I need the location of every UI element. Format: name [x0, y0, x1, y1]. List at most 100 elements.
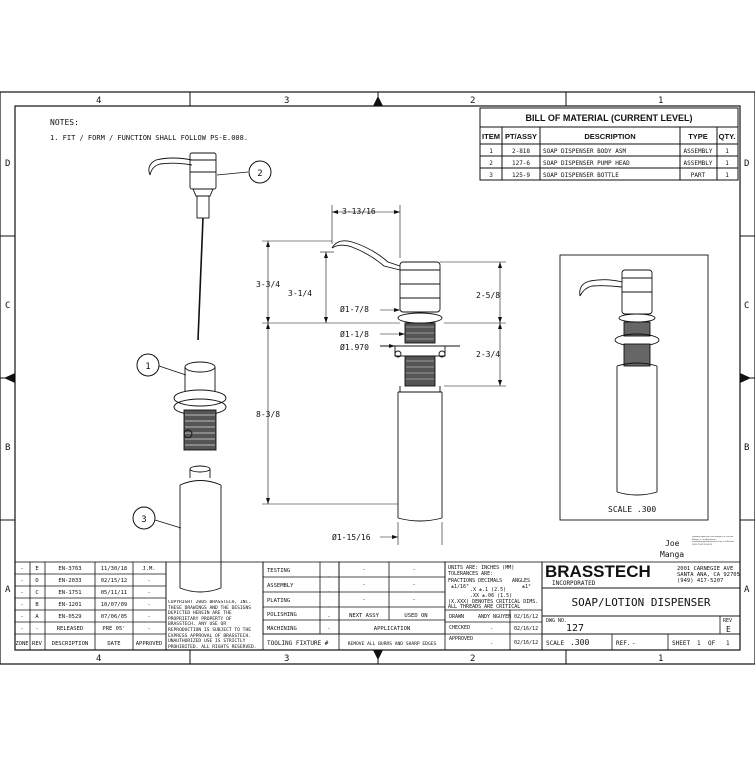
- process-plating: PLATING: [267, 598, 290, 604]
- svg-text:DATE: DATE: [107, 641, 120, 647]
- svg-text:ZONE: ZONE: [15, 641, 28, 647]
- next-assy-label: NEXT ASSY: [349, 613, 379, 619]
- svg-text:UNITS ARE: INCHES (MM): UNITS ARE: INCHES (MM): [448, 565, 514, 571]
- copyright-notice: COPYRIGHT 2005 BRASSTECH, INC. THESE DRA…: [168, 600, 257, 648]
- bom-title: BILL OF MATERIAL (CURRENT LEVEL): [526, 113, 693, 123]
- svg-text:E: E: [35, 566, 38, 572]
- svg-text:-: -: [362, 597, 365, 603]
- sheet-label: SHEET: [672, 640, 690, 647]
- drawn-by: ANDY NGUYEN: [478, 614, 511, 620]
- ref-label: REF.: [616, 640, 630, 647]
- process-testing: TESTING: [267, 568, 290, 574]
- svg-text:J.M.: J.M.: [142, 566, 155, 572]
- bom-row-2: 2 127-6 SOAP DISPENSER PUMP HEAD ASSEMBL…: [489, 160, 729, 167]
- svg-text:RELEASED: RELEASED: [57, 626, 84, 632]
- svg-text:A: A: [35, 614, 39, 620]
- bom-row-1: 1 2-818 SOAP DISPENSER BODY ASM ASSEMBLY…: [489, 148, 729, 155]
- svg-text:B: B: [35, 602, 39, 608]
- svg-text:-: -: [147, 590, 150, 596]
- svg-text:-: -: [327, 604, 330, 610]
- svg-text:ALL THREADS ARE CRITICAL: ALL THREADS ARE CRITICAL: [448, 604, 520, 610]
- dim-lower-height: 8-3/8: [256, 410, 280, 419]
- svg-text:-: -: [327, 574, 330, 580]
- zone-top-2: 2: [470, 96, 475, 106]
- zone-bottom-1: 1: [658, 654, 663, 664]
- process-block: TESTING ASSEMBLY PLATING POLISHING MACHI…: [267, 567, 436, 647]
- tolerance-block: UNITS ARE: INCHES (MM) TOLERANCES ARE: F…: [448, 565, 538, 647]
- dimension-lines: [262, 205, 506, 545]
- balloon-2: 2: [216, 160, 272, 184]
- zone-left-d: D: [5, 159, 10, 169]
- svg-text:ASSEMBLY: ASSEMBLY: [684, 148, 713, 155]
- note-1: 1. FIT / FORM / FUNCTION SHALL FOLLOW PS…: [50, 134, 248, 142]
- svg-text:-: -: [412, 597, 415, 603]
- svg-text:SOAP DISPENSER BOTTLE: SOAP DISPENSER BOTTLE: [543, 172, 619, 179]
- svg-text:127-6: 127-6: [512, 160, 530, 167]
- checked-date: 02/16/12: [514, 626, 538, 632]
- balloon-3: 3: [132, 506, 182, 530]
- svg-text:2: 2: [489, 160, 493, 167]
- center-mark-left: [4, 373, 15, 383]
- svg-text:1: 1: [725, 148, 729, 155]
- company-block: BRASSTECH INCORPORATED 2001 CARNEGIE AVE…: [545, 562, 740, 647]
- drawn-label: DRAWN: [449, 614, 464, 620]
- svg-text:EN-2033: EN-2033: [58, 578, 81, 584]
- svg-text:-: -: [20, 590, 23, 596]
- application-label: APPLICATION: [374, 626, 410, 632]
- svg-text:-: -: [412, 567, 415, 573]
- zone-right-c: C: [744, 301, 749, 311]
- process-assembly: ASSEMBLY: [267, 583, 294, 589]
- ref-value: -: [632, 640, 636, 647]
- zone-left-a: A: [5, 585, 11, 595]
- svg-text:1: 1: [725, 172, 729, 179]
- bill-of-material: BILL OF MATERIAL (CURRENT LEVEL) ITEM PT…: [479, 107, 739, 181]
- svg-text:-: -: [412, 582, 415, 588]
- zone-bottom-4: 4: [96, 654, 101, 664]
- zone-top-1: 1: [658, 96, 663, 106]
- company-name: BRASSTECH: [545, 562, 651, 581]
- center-mark-bottom: [373, 650, 383, 660]
- remove-burrs-note: REMOVE ALL BURRS AND SHARP EDGES: [348, 641, 437, 647]
- svg-text:Manga: Manga: [660, 550, 684, 559]
- scale-label: SCALE: [546, 640, 564, 647]
- detail-scale: SCALE .300: [608, 505, 656, 514]
- svg-text:Joe: Joe: [665, 539, 680, 548]
- svg-text:.X ±.1 (2.5): .X ±.1 (2.5): [470, 587, 506, 593]
- bom-row-3: 3 125-9 SOAP DISPENSER BOTTLE PART 1: [489, 172, 729, 179]
- zone-top-3: 3: [284, 96, 289, 106]
- zone-right-b: B: [744, 443, 749, 453]
- bom-header-qty: QTY.: [719, 132, 736, 141]
- sheet-value: 1: [697, 640, 701, 647]
- bom-header-type: TYPE: [688, 132, 708, 141]
- company-addr2: SANTA ANA, CA 92705: [677, 572, 740, 578]
- dwg-no-label: DWG NO.: [546, 618, 567, 624]
- svg-text:FRACTIONS DECIMALS: FRACTIONS DECIMALS: [448, 578, 502, 584]
- bom-header-desc: DESCRIPTION: [584, 132, 635, 141]
- dim-dia-flange: Ø1.970: [340, 342, 369, 352]
- detail-view: SCALE .300: [559, 254, 709, 521]
- svg-text:±1°: ±1°: [522, 584, 531, 590]
- checked-by: -: [490, 626, 493, 632]
- tooling-fixture: TOOLING FIXTURE #: [267, 640, 329, 647]
- drawing-title: SOAP/LOTION DISPENSER: [571, 596, 710, 609]
- svg-text:TOLERANCES ARE:: TOLERANCES ARE:: [448, 571, 493, 577]
- svg-text:2-818: 2-818: [512, 148, 530, 155]
- svg-text:(X.XXX) DENOTES CRITICAL DIMS.: (X.XXX) DENOTES CRITICAL DIMS.: [448, 599, 538, 605]
- dim-dia-bottle: Ø1-15/16: [332, 532, 371, 542]
- svg-text:-: -: [20, 626, 23, 632]
- svg-text:SOAP DISPENSER PUMP HEAD: SOAP DISPENSER PUMP HEAD: [543, 160, 630, 167]
- svg-text:-: -: [362, 567, 365, 573]
- svg-text:D: D: [35, 578, 38, 584]
- svg-text:-: -: [327, 589, 330, 595]
- svg-text:11/30/18: 11/30/18: [101, 566, 128, 572]
- dwg-no: 127: [566, 623, 584, 634]
- svg-text:ANGLES: ANGLES: [512, 578, 530, 584]
- zone-right-a: A: [744, 585, 750, 595]
- of-label: OF: [708, 640, 716, 647]
- balloon-1: 1: [136, 353, 187, 377]
- title-block-frame: [14, 561, 741, 651]
- svg-text:3: 3: [489, 172, 493, 179]
- svg-text:-: -: [327, 626, 330, 632]
